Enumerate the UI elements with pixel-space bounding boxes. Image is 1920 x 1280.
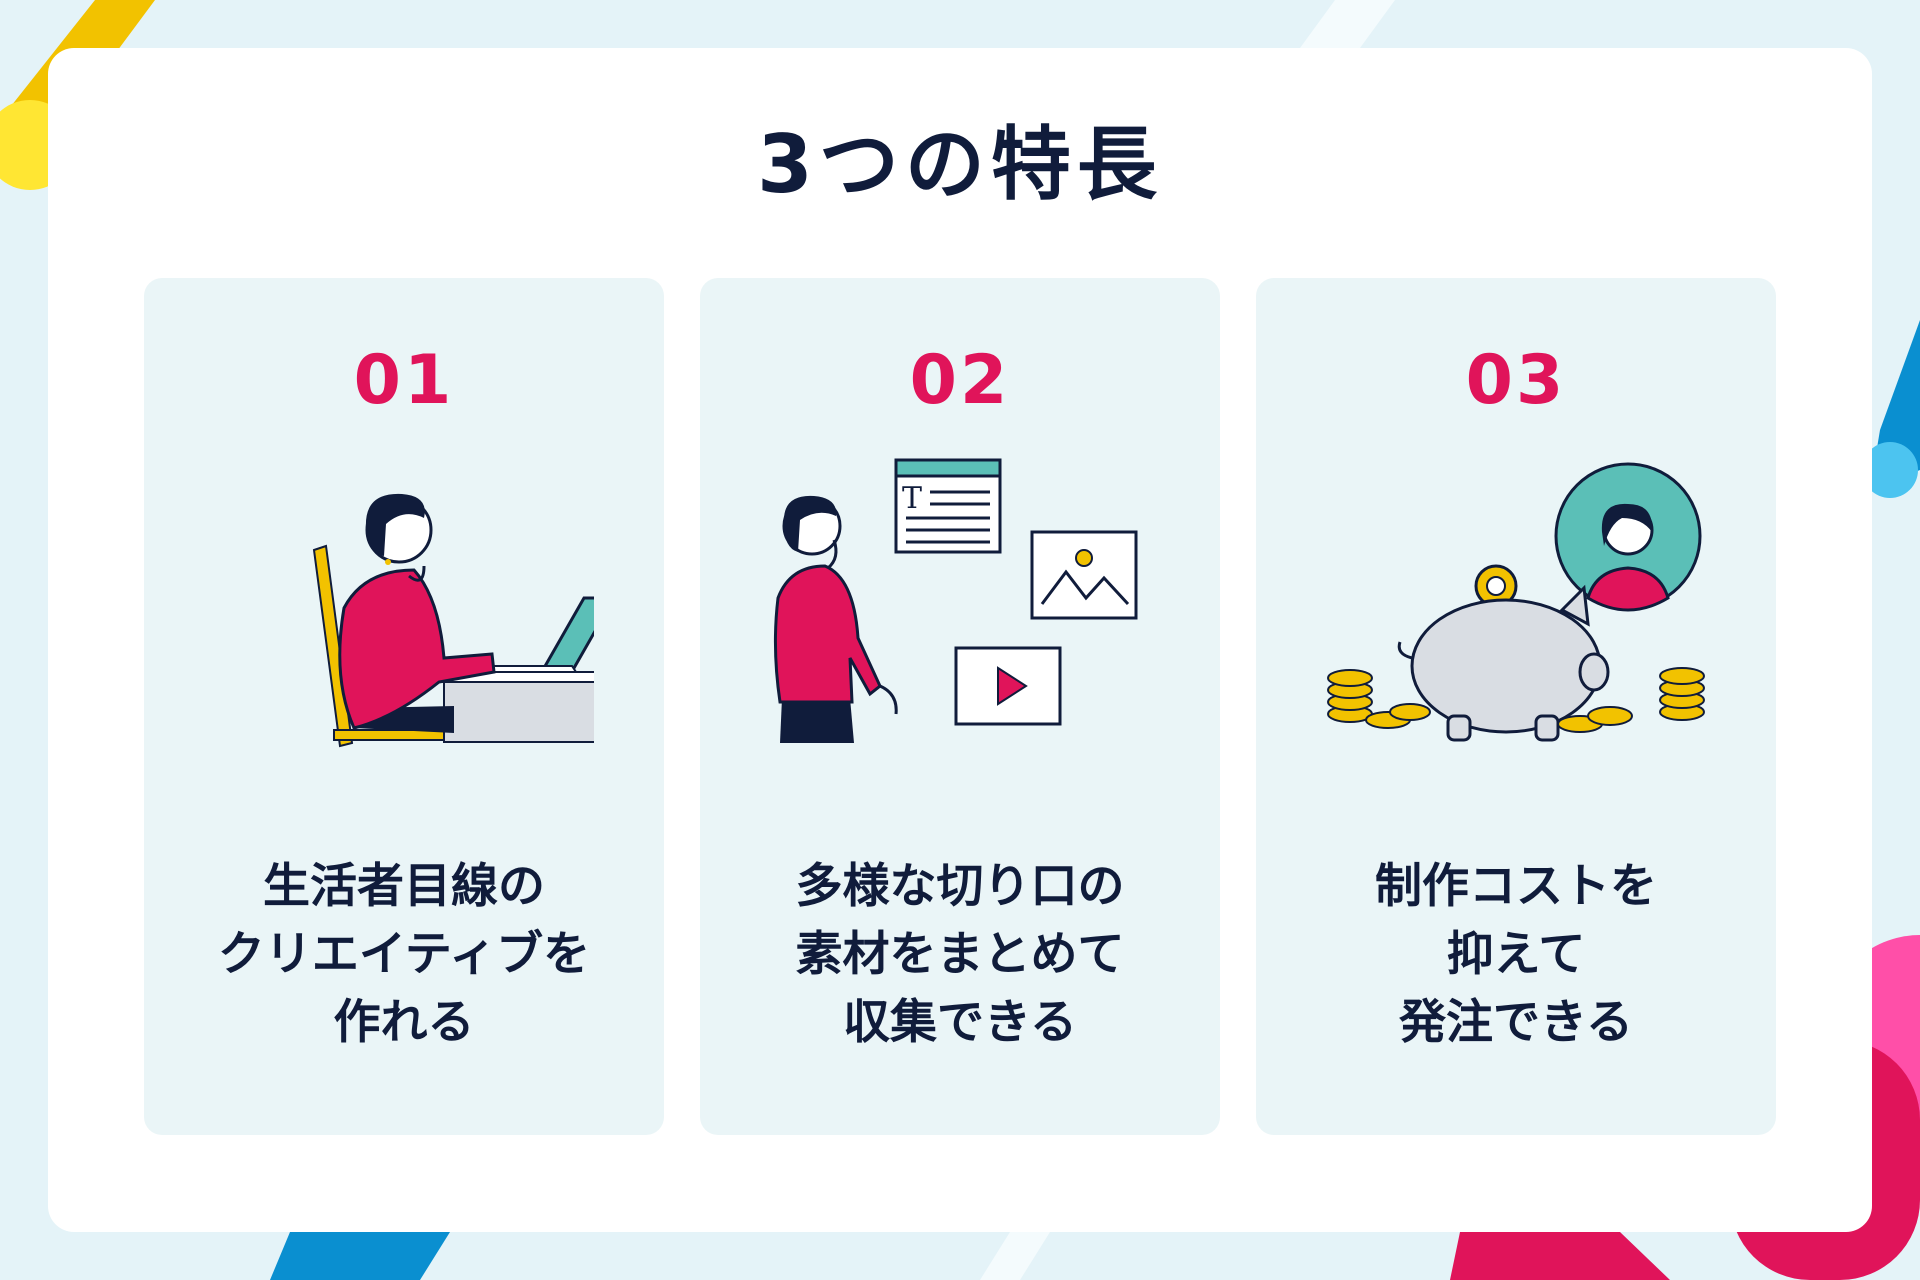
feature-card-02: 02 T 多様な切り口の 素材をまとめて 収集できる [700,278,1220,1135]
feature-number: 01 [353,341,455,420]
feature-description: 制作コストを 抑えて 発注できる [1375,859,1657,1050]
feature-description: 多様な切り口の 素材をまとめて 収集できる [795,859,1125,1050]
feature-number: 03 [1465,341,1567,420]
page-title: 3つの特長 [757,118,1163,211]
svg-text:T: T [902,481,922,516]
woman-with-media-assets-illustration: T [773,458,1138,743]
feature-card-03: 03 制作コストを 抑えて 発注できる [1256,278,1776,1135]
woman-at-laptop-illustration [312,493,594,748]
piggy-bank-coins-illustration [1327,462,1705,742]
feature-card-01: 01 生活者目線の クリエイティブを 作れる [144,278,664,1135]
feature-description: 生活者目線の クリエイティブを 作れる [217,859,591,1050]
feature-number: 02 [909,341,1011,420]
